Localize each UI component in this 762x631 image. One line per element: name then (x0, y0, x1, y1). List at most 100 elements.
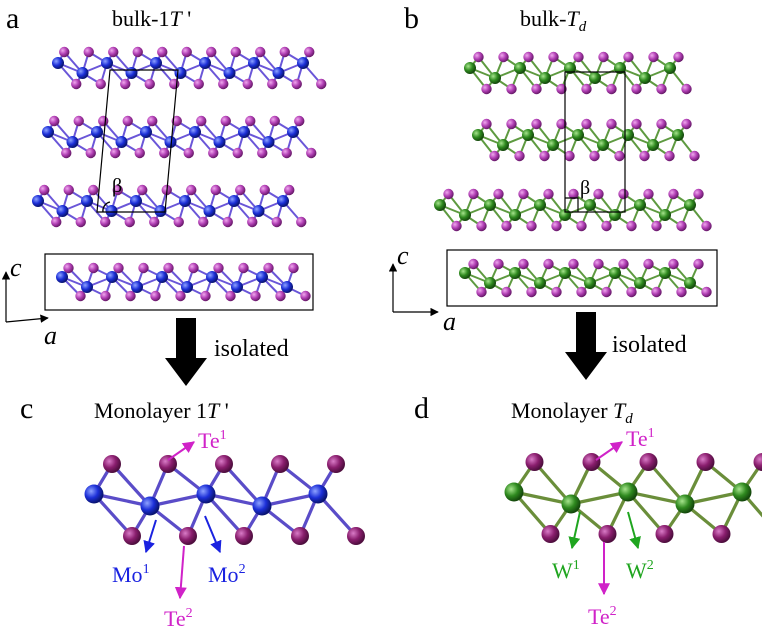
panel-c: c Monolayer 1T ' Te1 Mo1 Mo2 Te2 (20, 392, 365, 631)
te-atom (294, 115, 305, 127)
te-atom (676, 220, 687, 232)
mo-atom (130, 195, 142, 207)
te-atom (63, 184, 74, 196)
w-atom (534, 277, 546, 289)
panel-d-te1-label: Te1 (626, 426, 655, 451)
te-atom (506, 83, 517, 95)
te-atom (651, 286, 662, 298)
w-atom (484, 199, 496, 211)
w-atom (434, 199, 446, 211)
te-atom (489, 150, 500, 162)
te-atom (304, 46, 315, 58)
te-atom (281, 147, 292, 159)
te-atom (531, 83, 542, 95)
te-atom (169, 78, 180, 90)
w-atom (509, 267, 521, 279)
w-atom (497, 139, 509, 151)
mo-atom (248, 57, 260, 69)
te-atom (564, 150, 575, 162)
te-atom (206, 46, 217, 58)
w-atom (634, 277, 646, 289)
te-atom (468, 258, 479, 270)
te-atom (618, 188, 629, 200)
mo-atom (32, 195, 44, 207)
w-atom (622, 129, 634, 141)
w-atom (547, 139, 559, 151)
te-atom (51, 216, 62, 228)
panel-a-isolated-label: isolated (214, 336, 289, 362)
mo-atom (206, 271, 218, 283)
te-atom (548, 51, 559, 63)
te-atom (468, 188, 479, 200)
te-atom (643, 258, 654, 270)
panel-c-title: Monolayer 1T ' (94, 398, 229, 423)
mo-atom (272, 67, 285, 79)
te-atom (138, 262, 149, 274)
panel-b-title: bulk-Td (520, 6, 587, 35)
te-atom (701, 286, 712, 298)
panel-c-te1-label: Te1 (198, 428, 227, 453)
te-atom (144, 78, 155, 90)
panel-b-unit-cell (564, 71, 626, 213)
te-atom (271, 455, 289, 473)
te-atom (443, 188, 454, 200)
te-atom (193, 78, 204, 90)
w-atom (534, 199, 546, 211)
te-atom (88, 262, 99, 274)
w-atom (489, 72, 501, 84)
te-atom (598, 51, 609, 63)
te-atom (157, 46, 168, 58)
te-atom (693, 258, 704, 270)
te-atom (122, 115, 133, 127)
te-atom (673, 51, 684, 63)
w-atom (509, 209, 521, 221)
te-atom (103, 455, 121, 473)
te-atom (568, 188, 579, 200)
mo-atom (81, 195, 93, 207)
mo-atom (156, 271, 168, 283)
d-mono-bonds (512, 460, 762, 536)
te-atom (593, 188, 604, 200)
te-atom (668, 188, 679, 200)
panel-d: d Monolayer Td Te1 W1 W2 Te2 (414, 392, 762, 629)
te-atom (551, 220, 562, 232)
panel-b-monolayer-box (446, 249, 718, 307)
panel-a-letter: a (6, 2, 19, 35)
te-atom (556, 83, 567, 95)
te-atom (327, 455, 345, 473)
te-atom (113, 262, 124, 274)
panel-b-axes: c a (388, 241, 456, 336)
te-atom (110, 147, 121, 159)
te-atom (291, 78, 302, 90)
te-atom (668, 258, 679, 270)
te-atom (271, 216, 282, 228)
te-atom (215, 455, 233, 473)
panel-a-unit-cell (96, 69, 179, 213)
te-atom (664, 150, 675, 162)
mo-atom (256, 271, 268, 283)
te-atom (693, 188, 704, 200)
mo-atom (76, 67, 89, 79)
panel-d-letter: d (414, 392, 429, 425)
mo-atom (189, 126, 201, 138)
te-atom (112, 184, 123, 196)
panel-c-te2-label: Te2 (164, 606, 193, 631)
mo-atom (140, 496, 160, 516)
te-atom (501, 286, 512, 298)
panel-d-te1-arrow (595, 441, 623, 461)
w-atom (459, 267, 471, 279)
te-atom (123, 527, 141, 545)
w-atom (464, 62, 476, 74)
te-atom (100, 216, 111, 228)
te-atom (576, 286, 587, 298)
te-atom (275, 290, 286, 302)
te-atom (267, 78, 278, 90)
te-atom (573, 51, 584, 63)
te-atom (137, 184, 148, 196)
te-atom (132, 46, 143, 58)
te-atom (656, 83, 667, 95)
te-atom (606, 118, 617, 130)
te-atom (173, 216, 184, 228)
mo-atom (287, 126, 299, 138)
